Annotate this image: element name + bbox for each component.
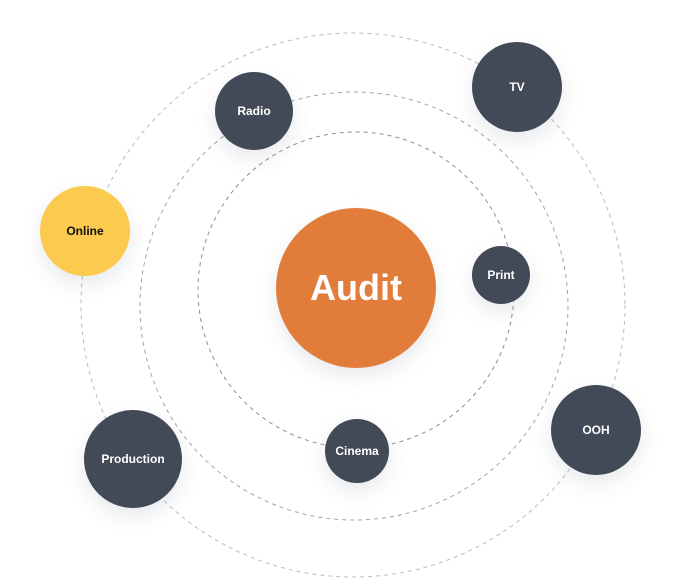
- node-label: Radio: [237, 104, 271, 118]
- middle-orbit: [139, 91, 569, 521]
- node-label: Production: [101, 452, 165, 466]
- node-radio: Radio: [215, 72, 293, 150]
- outer-orbit: [80, 32, 626, 578]
- node-print: Print: [472, 246, 530, 304]
- node-tv: TV: [472, 42, 562, 132]
- node-label: TV: [509, 80, 525, 94]
- node-label: Print: [487, 268, 515, 282]
- node-cinema: Cinema: [325, 419, 389, 483]
- audit-label: Audit: [310, 267, 402, 308]
- node-label: OOH: [582, 423, 610, 437]
- node-online: Online: [40, 186, 130, 276]
- node-production: Production: [84, 410, 182, 508]
- node-ooh: OOH: [551, 385, 641, 475]
- node-label: Cinema: [335, 444, 379, 458]
- audit-center: Audit: [276, 208, 436, 368]
- node-label: Online: [66, 224, 104, 238]
